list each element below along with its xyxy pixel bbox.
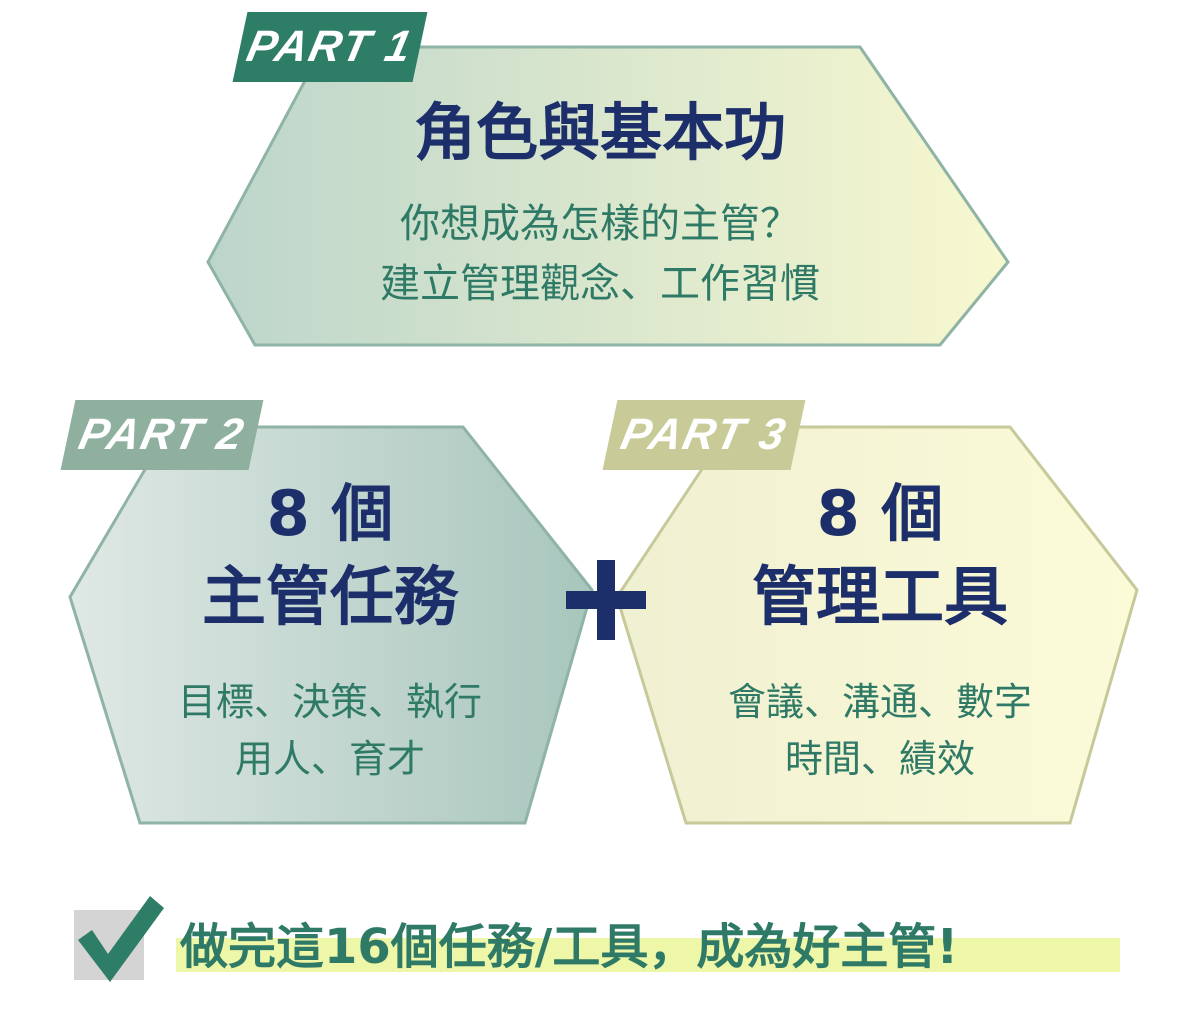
part1-subtitle-line: 你想成為怎樣的主管？ xyxy=(400,201,800,247)
part2-hexagon xyxy=(68,425,594,825)
part1-title: 角色與基本功 xyxy=(413,96,786,169)
part3-item-line: 時間、績效 xyxy=(784,737,975,781)
part2-item-line: 用人、育才 xyxy=(234,737,425,781)
part2-badge: PART 2 xyxy=(60,400,264,470)
part2-count: 8 個 xyxy=(266,477,394,550)
part1-hexagon xyxy=(206,45,1010,347)
part3-badge: PART 3 xyxy=(602,400,806,470)
plus-icon-vertical-bar xyxy=(597,560,615,640)
part3-title: 管理工具 xyxy=(752,561,1008,635)
part2-badge-label: PART 2 xyxy=(74,410,250,459)
part3-badge-label: PART 3 xyxy=(616,410,792,459)
part1-badge: PART 1 xyxy=(232,12,428,82)
checkmark-icon xyxy=(78,896,164,982)
part3-count: 8 個 xyxy=(816,477,944,550)
plus-icon xyxy=(566,560,646,640)
part2-item-line: 目標、決策、執行 xyxy=(177,680,482,724)
part3-item-line: 會議、溝通、數字 xyxy=(727,680,1032,724)
part1-badge-label: PART 1 xyxy=(242,22,418,71)
part1-subtitle-line: 建立管理觀念、工作習慣 xyxy=(380,261,820,307)
closing-statement: 做完這16個任務/工具，成為好主管! xyxy=(180,919,959,975)
text-highlight xyxy=(176,938,1120,972)
part2-title: 主管任務 xyxy=(202,561,458,635)
